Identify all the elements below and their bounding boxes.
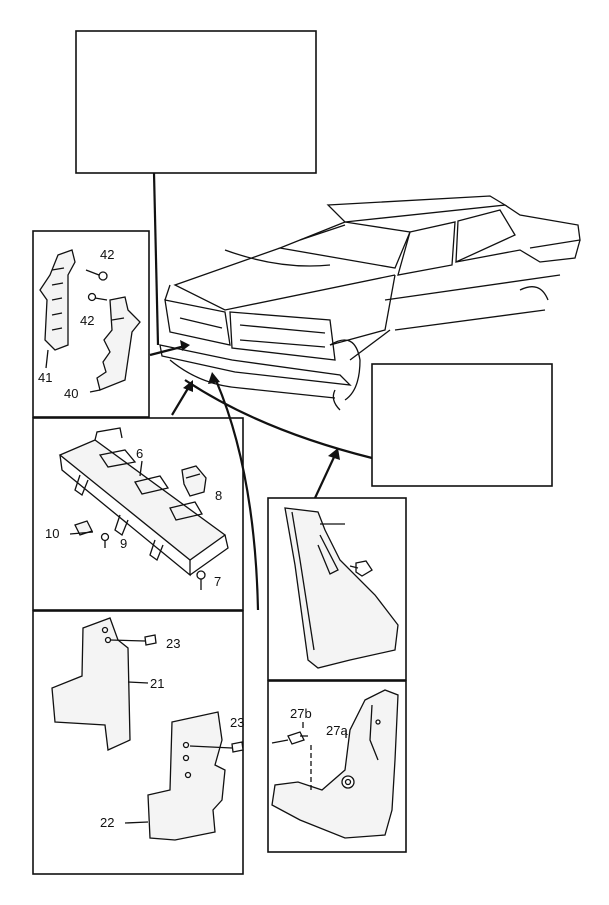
callout-27a: 27a <box>326 723 348 738</box>
callout-10: 10 <box>45 526 59 541</box>
callout-box-top <box>75 30 317 346</box>
callout-6: 6 <box>136 446 143 461</box>
callout-40: 40 <box>64 386 78 401</box>
callout-23-lower: 23 <box>230 715 244 730</box>
panel-mudflap-front <box>267 448 407 681</box>
panel-mudflap-rear <box>267 680 407 853</box>
callout-7: 7 <box>214 574 221 589</box>
callout-9: 9 <box>120 536 127 551</box>
panel-brackets <box>32 230 190 418</box>
callout-42-upper: 42 <box>100 247 114 262</box>
callout-22: 22 <box>100 815 114 830</box>
callout-8: 8 <box>215 488 222 503</box>
callout-41: 41 <box>38 370 52 385</box>
panel-bumper-bracket <box>32 380 244 611</box>
callout-box-right <box>184 363 553 487</box>
callout-21: 21 <box>150 676 164 691</box>
callout-27b: 27b <box>290 706 312 721</box>
panel-deflectors <box>32 372 260 875</box>
callout-42-lower: 42 <box>80 313 94 328</box>
car-illustration <box>159 195 581 411</box>
callout-23-upper: 23 <box>166 636 180 651</box>
